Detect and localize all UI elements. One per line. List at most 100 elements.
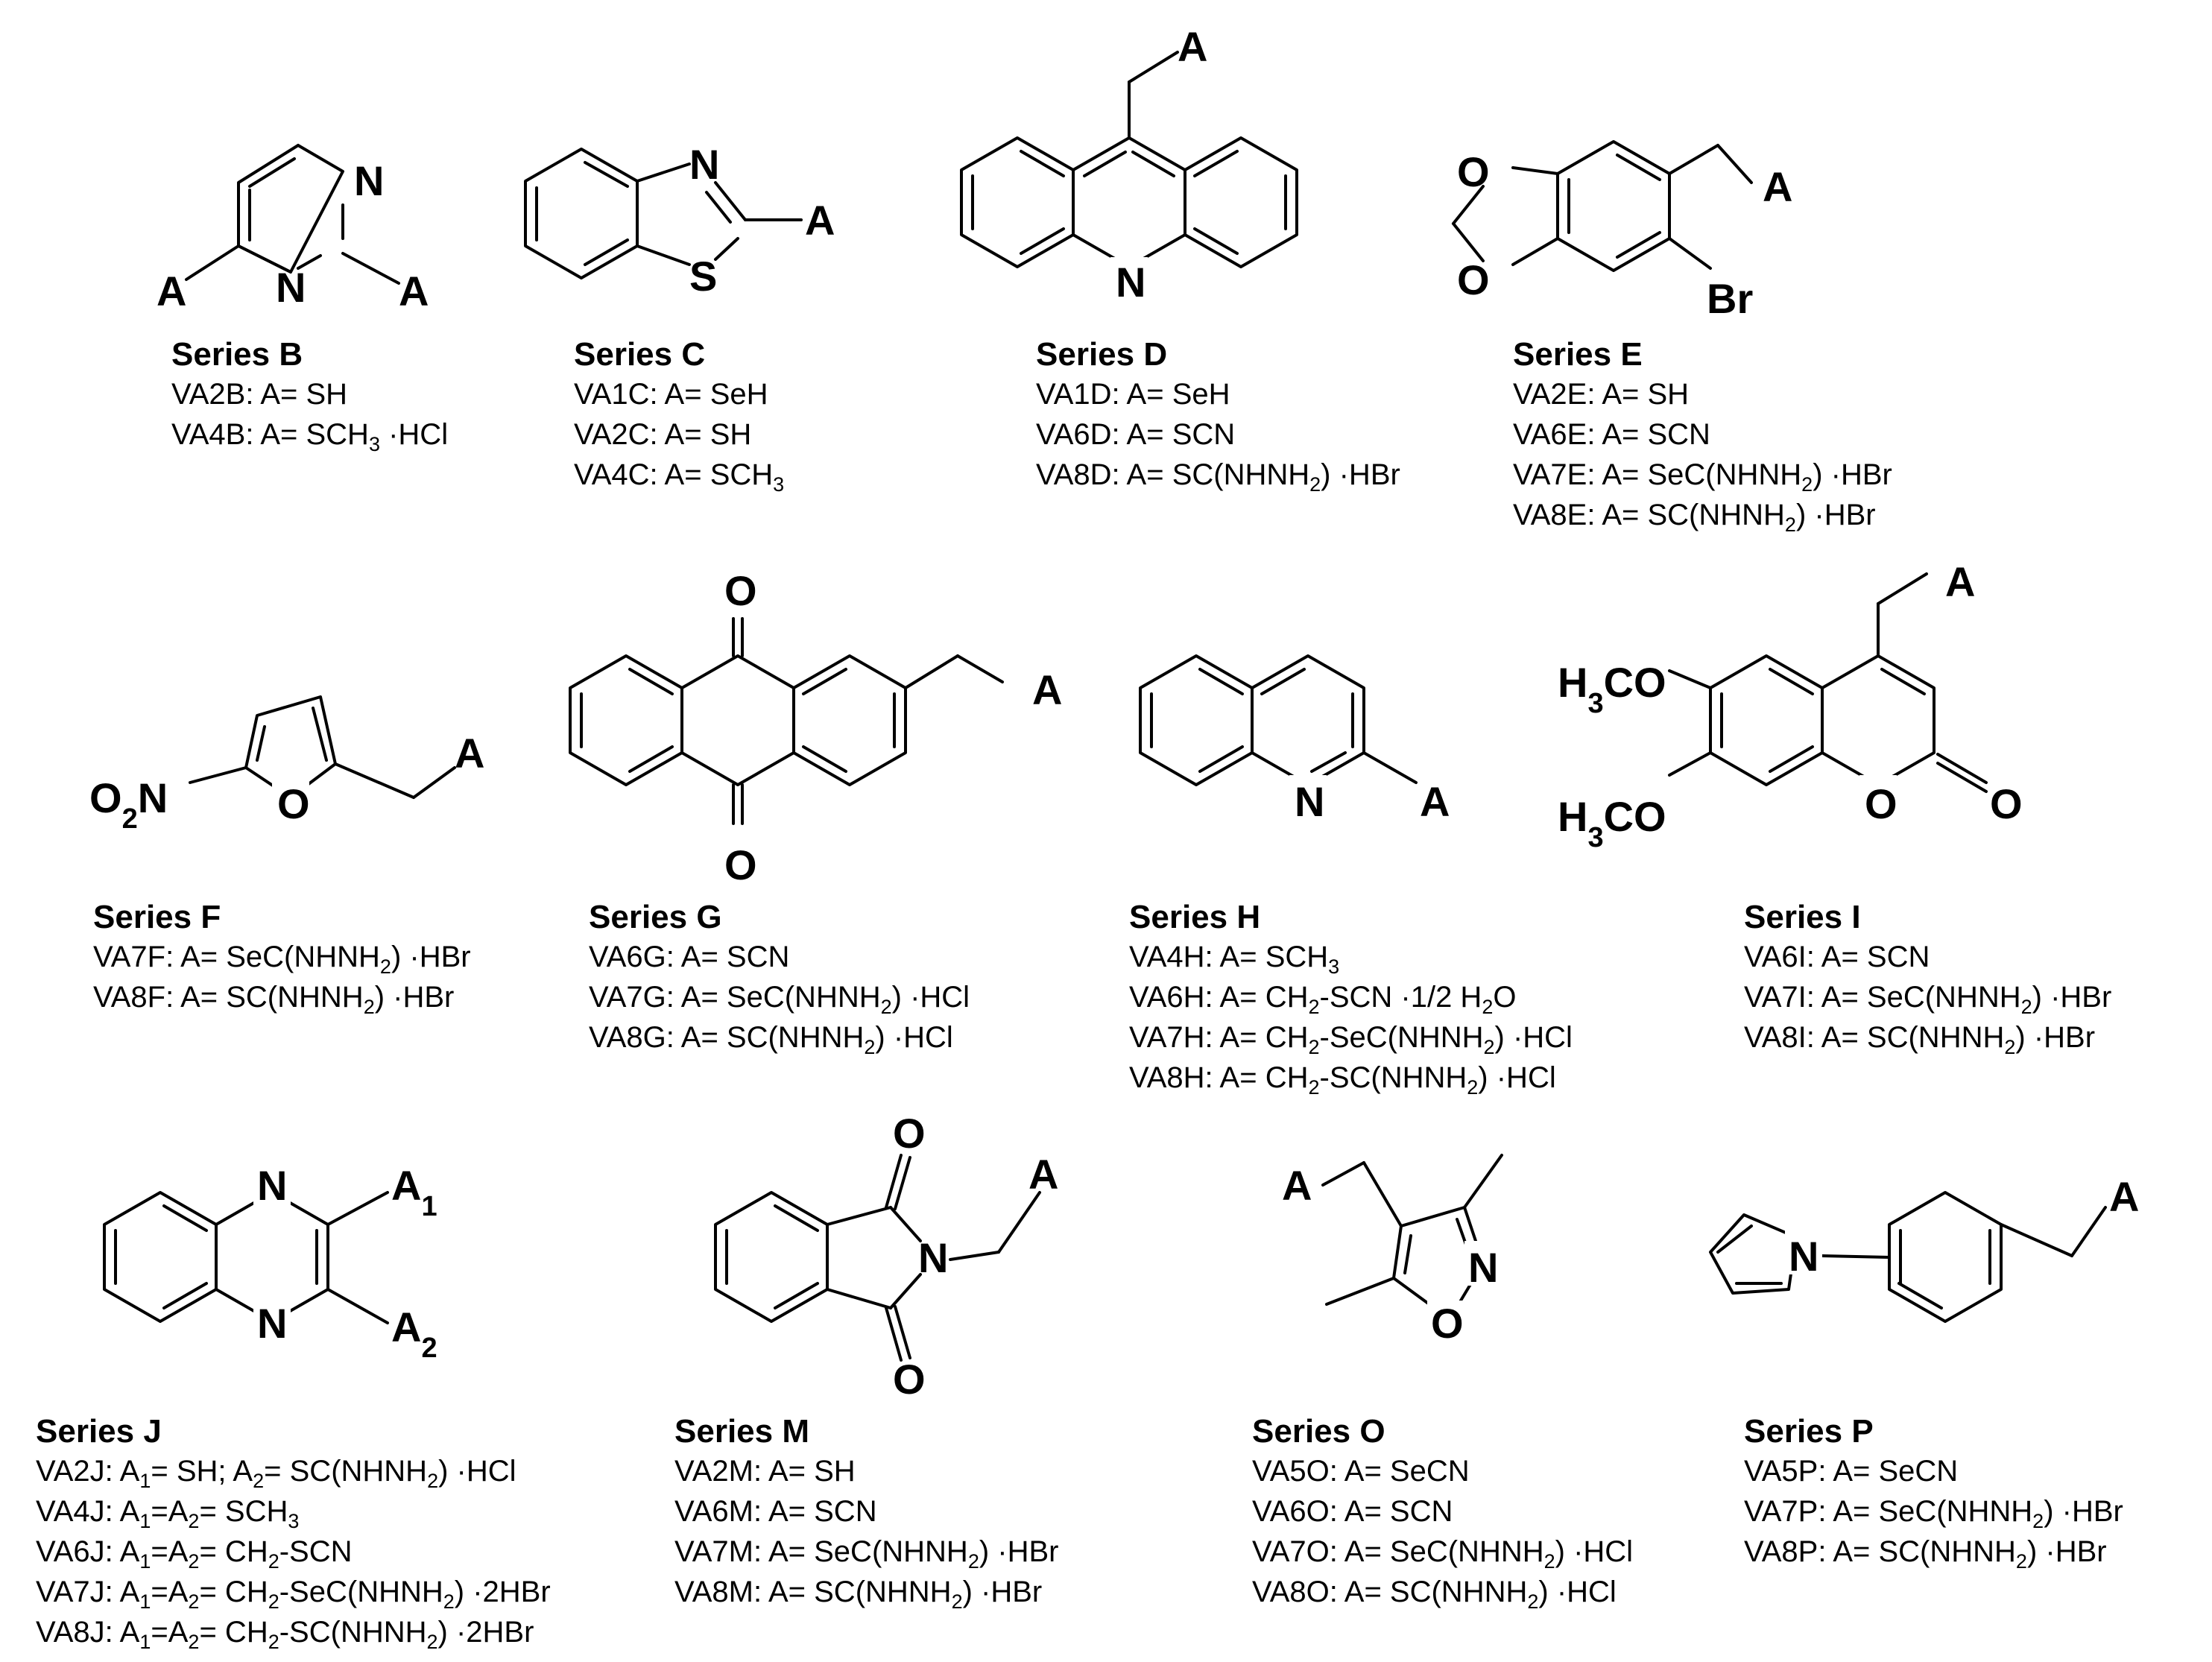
compound-entry: VA8J: A1=A2= CH2-SC(NHNH2) ·2HBr <box>36 1616 534 1653</box>
atom-label: A <box>399 268 429 315</box>
compound-entry: VA8D: A= SC(NHNH2) ·HBr <box>1036 458 1400 496</box>
series-title: Series J <box>36 1413 162 1450</box>
atom-label: O <box>1431 1300 1464 1347</box>
compound-entry: VA8M: A= SC(NHNH2) ·HBr <box>674 1576 1043 1613</box>
compound-entry: VA2B: A= SH <box>171 378 348 411</box>
atom-label: A <box>1178 23 1207 70</box>
atom-label: A <box>1032 666 1062 713</box>
compound-entry: VA2E: A= SH <box>1513 378 1690 411</box>
compound-entry: VA2C: A= SH <box>574 418 752 451</box>
atom-label: A <box>1763 163 1792 210</box>
compound-entry: VA7O: A= SeC(NHNH2) ·HCl <box>1252 1535 1634 1573</box>
atom-label: O2N <box>89 774 168 835</box>
series-j-block: Series J VA2J: A1= SH; A2= SC(NHNH2) ·HC… <box>36 1412 557 1652</box>
compound-entry: VA6G: A= SCN <box>589 941 790 973</box>
atom-label: A <box>805 197 835 244</box>
structure-series-b: N N A A <box>157 144 429 315</box>
atom-label: A <box>455 730 484 777</box>
series-title: Series H <box>1129 899 1261 935</box>
structure-series-o: N O A <box>1282 1154 1503 1347</box>
series-b-block: Series B VA2B: A= SH VA4B: A= SCH3 ·HCl <box>171 335 693 455</box>
atom-label: A <box>2109 1173 2139 1220</box>
atom-label: A <box>1945 558 1975 605</box>
atom-label: O <box>893 1110 926 1157</box>
atom-label: N <box>1116 259 1146 306</box>
compound-entry: VA4H: A= SCH3 <box>1129 941 1340 978</box>
structure-series-j: N N A1 A2 <box>103 1162 437 1364</box>
compound-list: VA2E: A= SH VA6E: A= SCN VA7E: A= SeC(NHNH… <box>1513 374 2035 535</box>
compound-entry: VA6E: A= SCN <box>1513 418 1710 451</box>
atom-label: N <box>1295 778 1324 825</box>
compound-entry: VA8G: A= SC(NHNH2) ·HCl <box>589 1021 953 1058</box>
compound-list: VA1D: A= SeH VA6D: A= SCN VA8D: A= SC(NHNH… <box>1036 374 1558 495</box>
compound-entry: VA8F: A= SC(NHNH2) ·HBr <box>93 981 455 1018</box>
atom-label: N <box>354 157 384 204</box>
series-title: Series P <box>1744 1413 1874 1450</box>
compound-entry: VA7J: A1=A2= CH2-SeC(NHNH2) ·2HBr <box>36 1576 551 1613</box>
compound-entry: VA6D: A= SCN <box>1036 418 1236 451</box>
series-title: Series I <box>1744 899 1861 935</box>
structure-series-i: O O A H3CO H3CO <box>1558 558 2023 853</box>
series-title: Series E <box>1513 336 1643 373</box>
series-title: Series C <box>574 336 706 373</box>
compound-entry: VA7F: A= SeC(NHNH2) ·HBr <box>93 941 471 978</box>
compound-entry: VA6H: A= CH2-SCN ·1/2 H2O <box>1129 981 1517 1018</box>
compound-entry: VA6I: A= SCN <box>1744 941 1930 973</box>
atom-label: O <box>1865 780 1897 827</box>
atom-label: N <box>257 1300 287 1347</box>
atom-label: N <box>257 1162 287 1209</box>
compound-entry: VA8O: A= SC(NHNH2) ·HCl <box>1252 1576 1617 1613</box>
series-title: Series F <box>93 899 221 935</box>
compound-entry: VA1D: A= SeH <box>1036 378 1230 411</box>
compound-entry: VA2J: A1= SH; A2= SC(NHNH2) ·HCl <box>36 1455 516 1492</box>
atom-label: A <box>157 268 186 315</box>
atom-label: A <box>1028 1151 1058 1198</box>
series-title: Series B <box>171 336 303 373</box>
compound-entry: VA2M: A= SH <box>674 1455 856 1488</box>
structure-series-m: N O O A <box>714 1110 1058 1403</box>
atom-label: S <box>689 253 717 300</box>
structure-series-g: O O A <box>569 567 1062 888</box>
compound-entry: VA7I: A= SeC(NHNH2) ·HBr <box>1744 981 2112 1018</box>
atom-label: N <box>689 141 719 188</box>
compound-entry: VA7E: A= SeC(NHNH2) ·HBr <box>1513 458 1892 496</box>
structure-series-e: O O A Br <box>1452 140 1792 322</box>
atom-label: H3CO <box>1558 659 1666 719</box>
atom-label: O <box>1457 256 1490 303</box>
compound-entry: VA8H: A= CH2-SC(NHNH2) ·HCl <box>1129 1061 1556 1099</box>
series-title: Series O <box>1252 1413 1385 1450</box>
compound-entry: VA4B: A= SCH3 ·HCl <box>171 418 449 455</box>
compound-entry: VA1C: A= SeH <box>574 378 768 411</box>
compound-entry: VA5P: A= SeCN <box>1744 1455 1959 1488</box>
structure-series-f: O O2N A <box>89 695 484 835</box>
structure-series-d: N A <box>960 23 1298 306</box>
atom-label: N <box>276 264 306 311</box>
atom-label: H3CO <box>1558 793 1666 853</box>
compound-entry: VA7P: A= SeC(NHNH2) ·HBr <box>1744 1495 2123 1532</box>
compound-entry: VA6M: A= SCN <box>674 1495 877 1528</box>
series-i-block: Series I VA6I: A= SCN VA7I: A= SeC(NHNH2)… <box>1744 898 2212 1058</box>
structure-series-h: N A <box>1139 654 1450 825</box>
structure-series-p: N A <box>1709 1173 2139 1323</box>
atom-label: A2 <box>391 1304 437 1364</box>
compound-entry: VA5O: A= SeCN <box>1252 1455 1470 1488</box>
structure-series-c: N S A <box>524 141 835 300</box>
compound-entry: VA8I: A= SC(NHNH2) ·HBr <box>1744 1021 2096 1058</box>
atom-label: N <box>918 1234 948 1281</box>
atom-label: O <box>893 1356 926 1403</box>
atom-label: A1 <box>391 1162 437 1222</box>
